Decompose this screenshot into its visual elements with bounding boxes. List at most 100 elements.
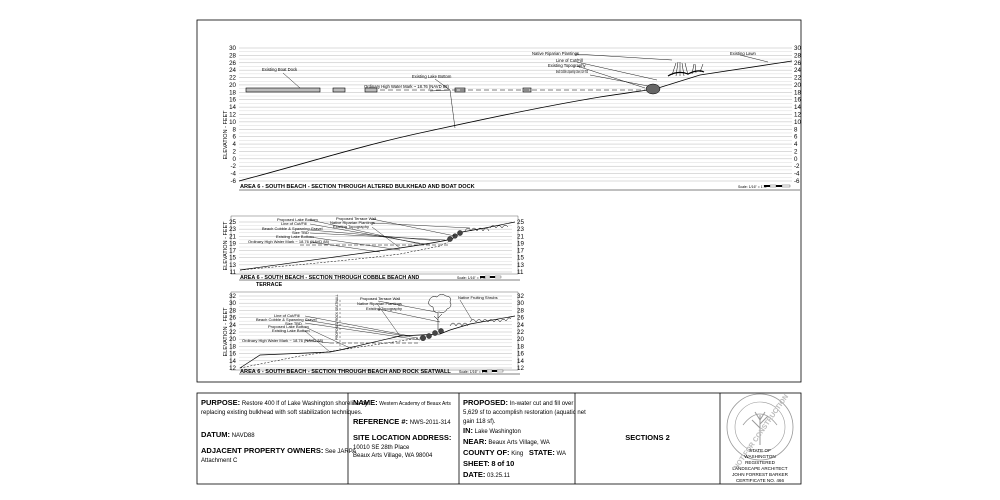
tick-label-left: 32 xyxy=(229,293,236,300)
tick-label-left: 26 xyxy=(229,315,236,322)
tick-label-right: 20 xyxy=(517,336,524,343)
section-1-proposed-grade xyxy=(654,60,793,90)
state-value: WA xyxy=(556,451,566,457)
seal xyxy=(726,393,794,461)
purpose-text-2: replacing existing bulkhead with soft st… xyxy=(201,409,363,416)
tick-label-right: 16 xyxy=(794,97,801,104)
tick-label-right: 30 xyxy=(517,300,524,307)
tick-label-left: 4 xyxy=(233,141,237,148)
callout-topo: Existing Topography xyxy=(548,63,587,68)
reference-value: NWS-2011-314 xyxy=(409,419,451,426)
tick-label-left: 30 xyxy=(229,300,236,307)
section-3-seatwall-grade xyxy=(449,315,516,331)
datum-value: NAVD88 xyxy=(231,432,255,439)
tick-label-right: 8 xyxy=(794,126,798,133)
tick-label-right: 2 xyxy=(794,148,798,155)
tick-label-left: -4 xyxy=(230,171,236,178)
state-label: STATE: xyxy=(528,448,555,457)
tick-label-left: 11 xyxy=(230,269,237,276)
callout-ohwm: Ordinary High Water Mark ~ 18.76 (NAVD 8… xyxy=(364,84,449,89)
tick-label-left: 25 xyxy=(229,219,236,226)
callout-riparian: Native Riparian Plantings xyxy=(330,220,375,225)
date-value: 03.25.11 xyxy=(487,472,510,479)
section-1-boat-dock xyxy=(364,87,378,93)
section-1-boat-dock xyxy=(332,87,346,93)
tick-label-left: -2 xyxy=(230,163,236,170)
section-3-grid xyxy=(239,295,512,369)
name-label: NAME: xyxy=(353,398,378,407)
tick-label-left: 12 xyxy=(229,112,236,119)
section-2-scale: Scale: 1/16" = 1'-0" xyxy=(457,276,487,280)
sheet-of: of xyxy=(497,458,505,468)
section-3-leaders xyxy=(304,299,473,353)
tick-label-left: 10 xyxy=(229,119,236,126)
proposed-text-3: gain 118 sf). xyxy=(463,418,496,425)
section-2-leaders xyxy=(309,218,471,253)
callout-boat-dock: Existing Boat Dock xyxy=(262,67,298,72)
tick-label-left: 19 xyxy=(229,240,236,247)
county-value: King xyxy=(511,451,524,457)
seal-cert: CERTIFICATE NO. 466 xyxy=(735,478,785,483)
tick-label-left: 16 xyxy=(229,351,236,358)
section-1-existing-grade xyxy=(238,88,656,182)
adjacent-label: ADJACENT PROPERTY OWNERS: xyxy=(201,446,324,456)
tick-label-left: 24 xyxy=(229,67,236,74)
section-2-frame xyxy=(230,215,519,275)
tick-label-right: 30 xyxy=(794,45,801,52)
tick-label-left: 20 xyxy=(229,336,236,343)
section-1-axis-label: ELEVATION - FEET xyxy=(223,110,229,160)
tick-label-right: 14 xyxy=(794,104,801,111)
section-2-plants xyxy=(464,225,509,232)
section-3-plants xyxy=(449,317,512,327)
drawing-frame xyxy=(196,19,802,383)
tick-label-left: 16 xyxy=(229,97,236,104)
tick-label-right: 0 xyxy=(794,156,798,163)
site-label: SITE LOCATION ADDRESS: xyxy=(353,432,452,442)
purpose-block: PURPOSE: Restore 400 lf of Lake Washingt… xyxy=(201,398,368,466)
attachment: Attachment C xyxy=(201,458,238,465)
tick-label-left: 0 xyxy=(233,156,237,163)
near-label: NEAR: xyxy=(463,437,487,447)
section-2-title-wrap: TERRACE xyxy=(256,282,282,288)
tick-label-left: -6 xyxy=(230,178,236,185)
seal-line-2: WASHINGTON xyxy=(744,454,776,459)
seal-line-1: STATE OF xyxy=(749,448,771,453)
tick-label-right: 28 xyxy=(517,307,524,314)
datum-label: DATUM: xyxy=(201,429,231,439)
tick-label-right: 18 xyxy=(517,343,524,350)
tick-label-left: 17 xyxy=(229,248,236,255)
callout-lake-bottom: Existing Lake Bottom xyxy=(272,328,310,333)
callout-terrace-wall: Proposed Terrace Wall xyxy=(336,216,376,221)
tick-label-right: 24 xyxy=(517,322,524,329)
name-block: NAME: Western Academy of Beaux Arts REFE… xyxy=(353,398,457,461)
tick-label-left: 22 xyxy=(229,329,236,336)
section-2-existing-grade xyxy=(239,238,453,271)
tick-label-right: 28 xyxy=(794,52,801,59)
tick-label-left: 14 xyxy=(229,104,236,111)
section-1-scale: Scale: 1/16" = 1'-0" xyxy=(738,185,768,189)
tick-label-right: -4 xyxy=(794,171,800,178)
proposed-text-2: 5,629 sf to accomplish restoration (aqua… xyxy=(463,409,586,416)
callout-cobble: Beach Cobble & Spawning Gravel, Size TBD xyxy=(556,69,588,74)
callout-lawn: Existing Lawn xyxy=(730,51,757,56)
section-2-callouts: Proposed Lake Bottom Line of Cut/Fill Be… xyxy=(248,216,376,244)
sheet-label: SHEET: xyxy=(463,458,490,468)
tick-label-left: 21 xyxy=(229,233,236,240)
callout-cut-fill: Line of Cut/Fill xyxy=(274,313,300,318)
tick-label-right: 26 xyxy=(794,60,801,67)
tick-label-right: 24 xyxy=(794,67,801,74)
section-1-scale-bar xyxy=(764,184,791,188)
section-2-proposed-grade xyxy=(239,239,453,271)
section-3-scale: Scale: 1/16" = 1'-0" xyxy=(459,370,489,374)
section-2-axis-label: ELEVATION - FEET xyxy=(223,221,229,271)
tick-label-right: 25 xyxy=(517,219,524,226)
section-3-frame xyxy=(230,291,519,371)
section-1-callouts: Existing Boat Dock Existing Lake Bottom … xyxy=(262,51,757,89)
tick-label-left: 2 xyxy=(233,148,237,155)
tick-label-left: 24 xyxy=(229,322,236,329)
section-1-boat-dock xyxy=(245,87,321,93)
sheet-total: 10 xyxy=(505,458,515,468)
tick-label-left: 6 xyxy=(233,134,237,141)
